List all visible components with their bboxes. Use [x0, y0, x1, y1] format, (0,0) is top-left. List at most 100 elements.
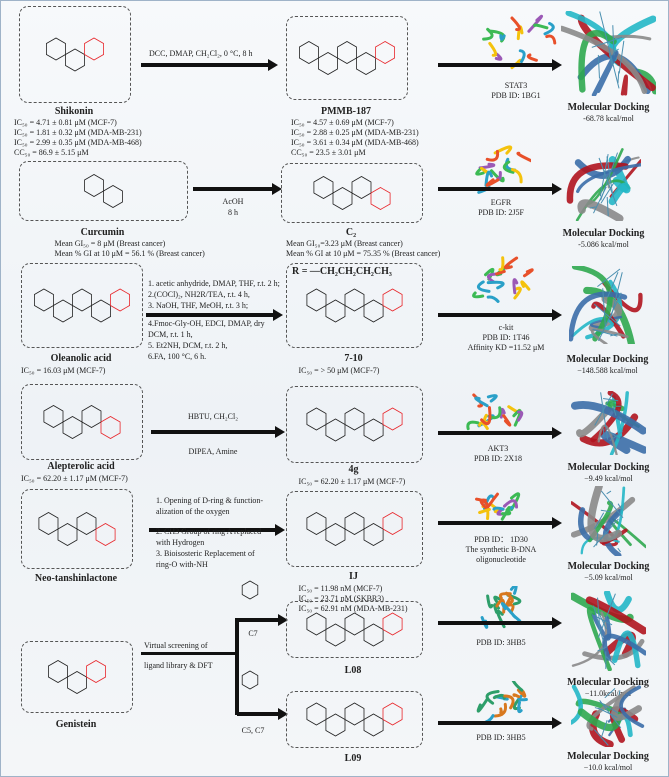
activity-line: Mean GI₅₀=3.23 μM (Breast cancer): [286, 239, 403, 248]
screening-condition: Virtual screening of: [144, 641, 208, 650]
docking-arrow: [438, 63, 553, 67]
benzene-icon: [239, 579, 261, 601]
activity-line: IC₅₀ = 2.99 ± 0.35 μM (MDA-MB-468): [14, 138, 142, 147]
docking-pose-image: [569, 266, 646, 344]
starting-compound-name: Genistein: [56, 719, 97, 730]
target-protein-label: PDB ID: 2X18: [474, 454, 522, 463]
molecule-structure: [287, 692, 422, 747]
reaction-arrow: [141, 63, 269, 67]
molecule-structure: [20, 7, 130, 102]
product-compound-name: 7-10: [344, 353, 362, 364]
product-compound-box: [286, 386, 423, 463]
molecule-structure: [22, 642, 132, 712]
molecule-structure: [282, 164, 422, 222]
molecule-structure: [22, 490, 132, 568]
reaction-condition: HBTU, CH₂Cl₂: [188, 412, 238, 421]
target-protein-label: c-kit: [499, 323, 514, 332]
docking-arrow: [438, 187, 553, 191]
product-compound-name: PMMB-187: [321, 106, 371, 117]
starting-compound-box: [21, 263, 143, 348]
docking-pose-image: [566, 146, 641, 221]
docking-arrow: [438, 313, 553, 317]
molecule-structure: [287, 17, 407, 99]
activity-line: Mean % GI at 10 μM = 75.35 % (Breast can…: [286, 249, 440, 258]
docking-arrow: [438, 431, 553, 435]
product-compound-box: [286, 491, 423, 567]
activity-line: Mean % GI at 10 μM = 56.1 % (Breast canc…: [55, 249, 205, 258]
docking-arrow: [438, 621, 553, 625]
starting-compound-box: [19, 6, 131, 103]
molecular-docking-label: Molecular Docking: [567, 751, 649, 762]
activity-line: IC₅₀ = 1.81 ± 0.32 μM (MDA-MB-231): [14, 128, 142, 137]
product-compound-name: C₂: [346, 227, 356, 238]
protein-structure-image: [471, 681, 531, 726]
docking-pose-image: [571, 591, 646, 671]
binding-energy: −5.09 kcal/mol: [584, 573, 633, 582]
reaction-condition: 3. NaOH, THF, MeOH, r.t. 3 h;: [148, 301, 248, 310]
starting-compound-name: Oleanolic acid: [51, 353, 112, 364]
branch-arrow: [237, 618, 279, 622]
protein-structure-image: [471, 256, 541, 318]
docking-arrow: [438, 521, 553, 525]
reaction-condition: 2.(COCl)₂, NH2R/TEA, r.t. 4 h,: [148, 290, 250, 299]
reaction-condition: with Hydrogen: [156, 538, 204, 547]
reaction-condition: 1. Opening of D-ring & function-: [156, 496, 263, 505]
starting-compound-name: Curcumin: [81, 227, 125, 238]
molecular-docking-label: Molecular Docking: [568, 102, 650, 113]
reaction-arrow: [146, 313, 274, 317]
activity-line: IC₅₀ = 62.20 ± 1.17 μM (MCF-7): [299, 477, 406, 486]
screening-condition: ligand library & DFT: [144, 661, 213, 670]
product-compound-box: [286, 601, 423, 658]
reaction-arrow: [151, 430, 276, 434]
product-compound-name: 4g: [349, 464, 359, 475]
activity-line: IC₅₀ = 3.61 ± 0.34 μM (MDA-MB-468): [291, 138, 419, 147]
product-compound-name: L09: [345, 753, 362, 764]
branch-arrow: [237, 712, 279, 716]
reaction-condition: ring-O with-NH: [156, 560, 208, 569]
molecular-docking-label: Molecular Docking: [567, 354, 649, 365]
product-compound-box: [286, 16, 408, 100]
activity-line: IC₅₀ = 4.71 ± 0.81 μM (MCF-7): [14, 118, 117, 127]
molecule-structure: [22, 385, 142, 459]
target-protein-label: PDB ID: 1T46: [482, 333, 529, 342]
target-protein-label: PDB ID: 3HB5: [476, 638, 525, 647]
activity-line: Mean GI₅₀ = 8 μM (Breast cancer): [55, 239, 166, 248]
activity-line: IC₅₀ = 62.20 ± 1.17 μM (MCF-7): [21, 474, 128, 483]
target-protein-label: oligonucleotide: [476, 555, 526, 564]
starting-compound-box: [21, 489, 133, 569]
reaction-condition: DCC, DMAP, CH₂Cl₂, 0 °C, 8 h: [149, 49, 252, 58]
molecule-structure: [287, 387, 422, 462]
branch-line: [235, 618, 239, 715]
target-protein-label: EGFR: [491, 198, 511, 207]
reaction-condition: alization of the oxygen: [156, 507, 230, 516]
binding-energy: -5.086 kcal/mol: [578, 240, 629, 249]
docking-arrow: [438, 721, 553, 725]
reaction-condition: 4.Fmoc-Gly-OH, EDCI, DMAP, dry: [148, 319, 265, 328]
target-protein-label: Affinity KD =11.52 μM: [468, 343, 545, 352]
starting-compound-name: Shikonin: [55, 106, 93, 117]
substitution-position: C7: [248, 629, 257, 638]
activity-line: IC₅₀ = > 50 μM (MCF-7): [299, 366, 380, 375]
molecular-docking-label: Molecular Docking: [563, 228, 645, 239]
starting-compound-name: Alepterolic acid: [47, 461, 114, 472]
target-protein-label: AKT3: [488, 444, 508, 453]
molecule-structure: [20, 162, 187, 220]
target-protein-label: STAT3: [505, 81, 527, 90]
reaction-condition: DCM, r.t. 1 h,: [148, 330, 193, 339]
activity-line: IC₅₀ = 2.88 ± 0.25 μM (MDA-MB-231): [291, 128, 419, 137]
reaction-condition: 3. Bioisosteric Replacement of: [156, 549, 255, 558]
reaction-condition: 5. Et2NH, DCM, r.t. 2 h,: [148, 341, 227, 350]
benzene-icon: [239, 669, 261, 691]
reaction-condition: 8 h: [228, 208, 238, 217]
product-compound-name: L08: [345, 665, 362, 676]
activity-line: IC₅₀ = 4.57 ± 0.69 μM (MCF-7): [291, 118, 394, 127]
docking-pose-image: [561, 11, 656, 96]
target-protein-label: PDB ID: 3HB5: [476, 733, 525, 742]
protein-structure-image: [471, 489, 531, 521]
binding-energy: −9.49 kcal/mol: [584, 474, 633, 483]
starting-compound-box: [19, 161, 188, 221]
target-protein-label: PDB ID: 2J5F: [478, 208, 524, 217]
starting-compound-box: [21, 641, 133, 713]
branch-line: [141, 652, 238, 655]
